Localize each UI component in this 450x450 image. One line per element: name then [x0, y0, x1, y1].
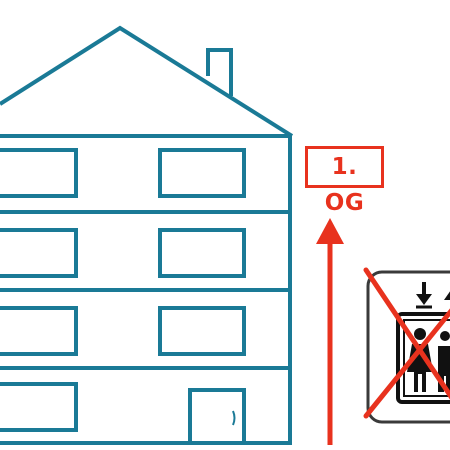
window	[158, 228, 246, 278]
window	[0, 306, 78, 356]
window	[0, 148, 78, 198]
window	[158, 306, 246, 356]
chimney	[206, 48, 233, 96]
door	[188, 388, 246, 445]
roof	[0, 25, 294, 138]
door-handle	[232, 410, 236, 426]
window	[158, 148, 246, 198]
elevator-crossed-icon	[363, 267, 450, 424]
floor-label: 1. OG	[305, 146, 384, 216]
window	[0, 382, 78, 432]
window	[0, 228, 78, 278]
arrow-up-icon	[316, 218, 344, 445]
